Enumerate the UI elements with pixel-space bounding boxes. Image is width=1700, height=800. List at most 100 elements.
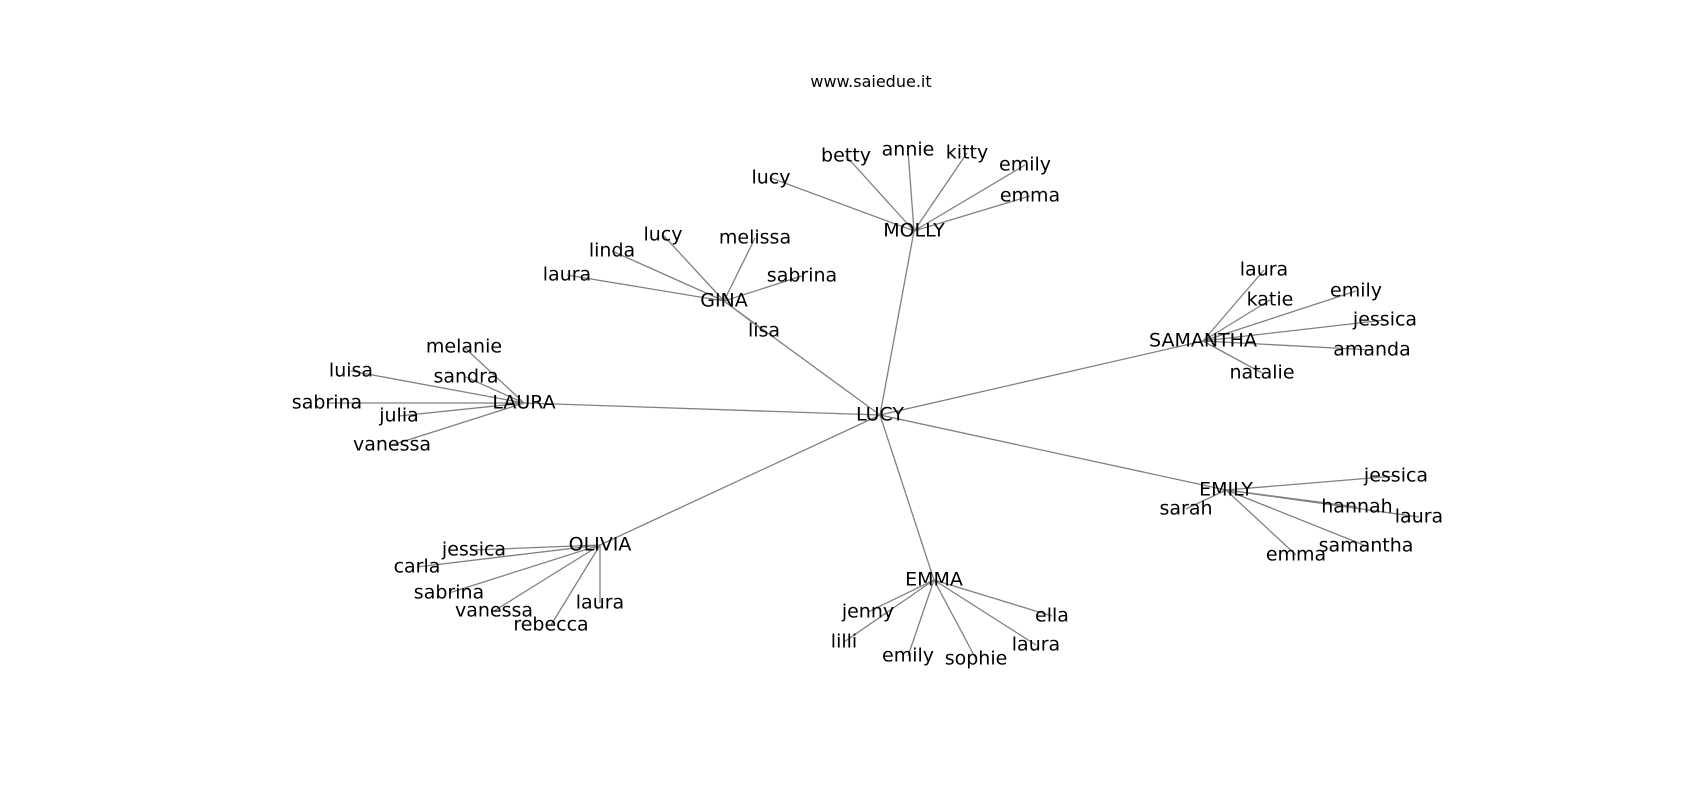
edge-samantha-jessica — [1202, 319, 1386, 342]
leaf-node-label-samantha-laura: laura — [1240, 259, 1288, 281]
edge-molly-emily — [913, 164, 1026, 232]
leaf-node-label-molly-emma: emma — [1000, 185, 1060, 207]
edge-laura-melanie — [463, 346, 525, 404]
edge-samantha-natalie — [1202, 340, 1263, 374]
edge-emma-jenny — [867, 579, 935, 613]
leaf-node-label-emily-jessica: jessica — [1363, 465, 1428, 487]
group-node-label-laura: LAURA — [492, 392, 555, 414]
leaf-node-label-olivia-rebecca: rebecca — [513, 614, 588, 636]
leaf-node-label-molly-emily: emily — [999, 154, 1051, 176]
leaf-node-label-emma-ella: ella — [1035, 605, 1069, 627]
group-node-label-emma: EMMA — [905, 569, 963, 591]
edge-emma-sophie — [933, 579, 977, 660]
leaf-node-label-laura-vanessa: vanessa — [353, 434, 431, 456]
edge-emily-laura — [1225, 489, 1420, 518]
leaf-node-label-gina-melissa: melissa — [719, 227, 791, 249]
edge-root-olivia — [599, 414, 881, 546]
edge-laura-luisa — [350, 370, 525, 404]
edge-emily-samantha — [1225, 489, 1367, 547]
leaf-node-label-molly-betty: betty — [821, 145, 871, 167]
edge-emily-sarah — [1185, 489, 1227, 510]
edge-laura-vanessa — [391, 402, 525, 446]
root-node-label: LUCY — [856, 404, 904, 426]
edges-layer — [327, 149, 1420, 660]
group-node-label-olivia: OLIVIA — [569, 534, 632, 556]
edge-gina-laura — [566, 274, 725, 302]
edge-molly-emma — [913, 195, 1031, 232]
leaf-node-label-gina-lisa: lisa — [748, 320, 780, 342]
edge-molly-betty — [845, 155, 915, 232]
edge-gina-linda — [611, 250, 725, 302]
edge-emma-lilli — [843, 579, 935, 643]
edge-laura-sandra — [465, 376, 525, 404]
edge-root-samantha — [879, 340, 1204, 416]
leaf-node-label-molly-lucy: lucy — [751, 167, 790, 189]
leaf-node-label-samantha-katie: katie — [1247, 289, 1294, 311]
edge-root-emma — [879, 414, 935, 581]
caption: www.saiedue.it — [810, 72, 932, 91]
group-node-label-samantha: SAMANTHA — [1149, 330, 1257, 352]
group-node-label-emily: EMILY — [1199, 479, 1253, 501]
leaf-node-label-emma-emily: emily — [882, 645, 934, 667]
edge-gina-lisa — [723, 300, 765, 332]
leaf-node-label-emily-sarah: sarah — [1159, 498, 1212, 520]
group-node-label-gina: GINA — [700, 290, 748, 312]
edge-root-emily — [879, 414, 1227, 491]
edge-molly-lucy — [770, 177, 915, 232]
edge-olivia-vanessa — [493, 544, 601, 612]
leaf-node-label-olivia-laura: laura — [576, 592, 624, 614]
leaf-node-label-laura-luisa: luisa — [329, 360, 373, 382]
leaf-node-label-laura-melanie: melanie — [426, 336, 502, 358]
edge-gina-sabrina — [723, 275, 803, 302]
edge-samantha-laura — [1202, 269, 1265, 342]
leaf-node-label-emma-laura: laura — [1012, 634, 1060, 656]
leaf-node-label-emily-hannah: hannah — [1321, 496, 1392, 518]
leaf-node-label-samantha-natalie: natalie — [1229, 362, 1294, 384]
edge-olivia-jessica — [473, 544, 601, 551]
edge-emma-ella — [933, 579, 1053, 617]
edge-samantha-katie — [1202, 299, 1271, 342]
edge-emily-jessica — [1225, 475, 1397, 491]
leaf-node-label-olivia-carla: carla — [394, 556, 441, 578]
leaf-node-label-emma-jenny: jenny — [841, 601, 894, 623]
edge-molly-annie — [907, 149, 915, 232]
edge-gina-melissa — [723, 237, 756, 302]
leaf-node-label-laura-julia: julia — [378, 405, 419, 427]
leaf-node-label-gina-lucy: lucy — [643, 224, 682, 246]
leaf-node-label-laura-sandra: sandra — [433, 366, 498, 388]
edge-emma-laura — [933, 579, 1037, 646]
leaf-node-label-gina-linda: linda — [589, 240, 635, 262]
leaf-node-label-gina-laura: laura — [543, 264, 591, 286]
edge-samantha-amanda — [1202, 340, 1373, 351]
group-node-label-molly: MOLLY — [883, 220, 945, 242]
edge-laura-julia — [398, 402, 525, 417]
leaf-node-label-olivia-jessica: jessica — [441, 539, 506, 561]
leaf-node-label-gina-sabrina: sabrina — [767, 265, 837, 287]
leaf-node-label-laura-sabrina: sabrina — [292, 392, 362, 414]
leaf-node-label-molly-kitty: kitty — [946, 142, 988, 164]
leaf-node-label-emma-lilli: lilli — [831, 631, 857, 653]
edge-emma-emily — [907, 579, 935, 657]
leaf-node-label-samantha-amanda: amanda — [1333, 339, 1411, 361]
edge-molly-kitty — [913, 152, 968, 232]
leaf-node-label-molly-annie: annie — [882, 139, 935, 161]
edge-gina-lucy — [662, 234, 725, 302]
leaf-node-label-samantha-jessica: jessica — [1352, 309, 1417, 331]
leaf-node-label-olivia-vanessa: vanessa — [455, 600, 533, 622]
edge-olivia-sabrina — [448, 544, 601, 594]
leaf-node-label-emily-laura: laura — [1395, 506, 1443, 528]
leaf-node-label-samantha-emily: emily — [1330, 280, 1382, 302]
edge-emily-emma — [1225, 489, 1297, 556]
leaf-node-label-olivia-sabrina: sabrina — [414, 582, 484, 604]
edge-samantha-emily — [1202, 290, 1357, 342]
edge-root-molly — [879, 230, 915, 416]
leaf-node-label-emma-sophie: sophie — [945, 648, 1008, 670]
edge-olivia-carla — [416, 544, 601, 568]
edge-olivia-rebecca — [550, 544, 601, 626]
edge-root-laura — [523, 402, 881, 416]
leaf-node-label-emily-emma: emma — [1266, 544, 1326, 566]
leaf-node-label-emily-samantha: samantha — [1319, 535, 1414, 557]
